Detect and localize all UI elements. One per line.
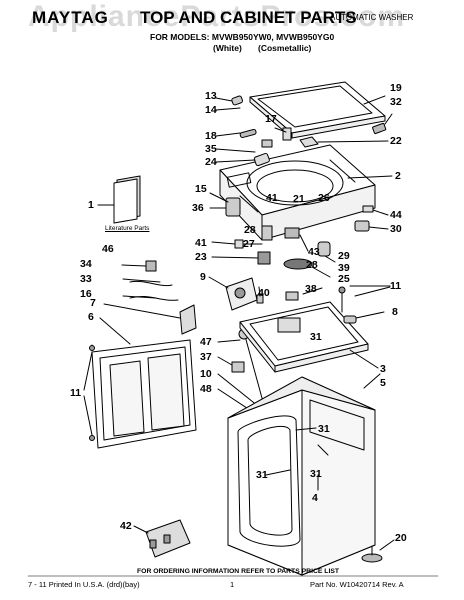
callout-26: 26	[318, 192, 330, 204]
callout-41a: 41	[266, 192, 278, 204]
callout-4: 4	[312, 492, 318, 504]
callout-14: 14	[205, 104, 217, 116]
hinge-bracket-parts	[209, 192, 389, 232]
callout-25: 25	[338, 273, 350, 285]
callout-48: 48	[200, 383, 212, 395]
screws	[83, 285, 391, 441]
callout-6: 6	[88, 311, 94, 323]
callout-39: 39	[338, 262, 350, 274]
leveling-foot	[361, 539, 395, 563]
callout-29: 29	[338, 250, 350, 262]
callout-32: 32	[390, 96, 402, 108]
watermark: AppliancePartsPros.com	[28, 0, 406, 33]
callout-22: 22	[390, 135, 402, 147]
callout-13: 13	[205, 90, 217, 102]
callout-17: 17	[265, 113, 277, 125]
callout-7: 7	[90, 297, 96, 309]
product-type: AUTOMATIC WASHER	[330, 13, 414, 22]
callout-28b: 28	[306, 259, 318, 271]
part-number: Part No. W10420714 Rev. A	[310, 580, 404, 589]
callout-15: 15	[195, 183, 207, 195]
callout-11a: 11	[390, 280, 402, 292]
leader-19	[363, 95, 386, 105]
callout-31a: 31	[310, 331, 322, 343]
page-number: 1	[230, 580, 235, 589]
callout-16: 16	[80, 288, 92, 300]
rear-panel	[91, 317, 197, 449]
leader-31c	[265, 469, 291, 476]
bottom-bracket	[133, 519, 191, 558]
lid	[249, 81, 386, 139]
callout-43: 43	[308, 246, 320, 258]
callout-47: 47	[200, 336, 212, 348]
ordering-note: FOR ORDERING INFORMATION REFER TO PARTS …	[137, 568, 340, 575]
page-title: TOP AND CABINET PARTS	[140, 8, 357, 27]
leader-31b	[295, 427, 317, 431]
callout-31d: 31	[310, 468, 322, 480]
callout-8: 8	[392, 306, 398, 318]
callout-2: 2	[395, 170, 401, 182]
lid-lock-parts	[211, 225, 336, 278]
variant-cosmetallic: (Cosmetallic)	[258, 43, 312, 53]
brand-name: MAYTAG	[32, 8, 109, 27]
literature-parts-label: Literature Parts	[105, 225, 150, 232]
callout-37: 37	[200, 351, 212, 363]
callout-11b: 11	[70, 387, 82, 399]
models-line: FOR MODELS: MVWB950YW0, MVWB950YG0	[150, 32, 335, 42]
callout-3: 3	[380, 363, 386, 375]
callout-23: 23	[195, 251, 207, 263]
cabinet	[227, 373, 381, 576]
callout-10: 10	[200, 368, 212, 380]
callout-35: 35	[205, 143, 217, 155]
callout-46: 46	[102, 243, 114, 255]
callout-21: 21	[293, 193, 305, 205]
hinge-parts	[215, 95, 393, 167]
callout-44: 44	[390, 209, 402, 221]
callout-9: 9	[200, 271, 206, 283]
callout-28a: 28	[244, 224, 256, 236]
print-info: 7 - 11 Printed In U.S.A. (drd)(bay)	[28, 580, 140, 589]
power-cord-parts	[103, 260, 197, 335]
callout-18: 18	[205, 130, 217, 142]
leader-2	[347, 175, 393, 179]
callout-34: 34	[80, 258, 92, 270]
callout-41b: 41	[195, 237, 207, 249]
callout-30: 30	[390, 223, 402, 235]
callout-31c: 31	[256, 469, 268, 481]
callout-5: 5	[380, 377, 386, 389]
leader-31d	[317, 444, 329, 456]
callout-31b: 31	[318, 423, 330, 435]
variant-white: (White)	[213, 43, 242, 53]
base-frame	[239, 287, 385, 373]
callout-42: 42	[120, 520, 132, 532]
callout-1: 1	[88, 199, 94, 211]
callout-19: 19	[390, 82, 402, 94]
callout-33: 33	[80, 273, 92, 285]
literature-booklet	[113, 175, 141, 224]
callout-40: 40	[258, 287, 270, 299]
callout-20: 20	[395, 532, 407, 544]
callout-24: 24	[205, 156, 217, 168]
callout-38: 38	[305, 283, 317, 295]
callout-36: 36	[192, 202, 204, 214]
callout-27: 27	[243, 238, 255, 250]
